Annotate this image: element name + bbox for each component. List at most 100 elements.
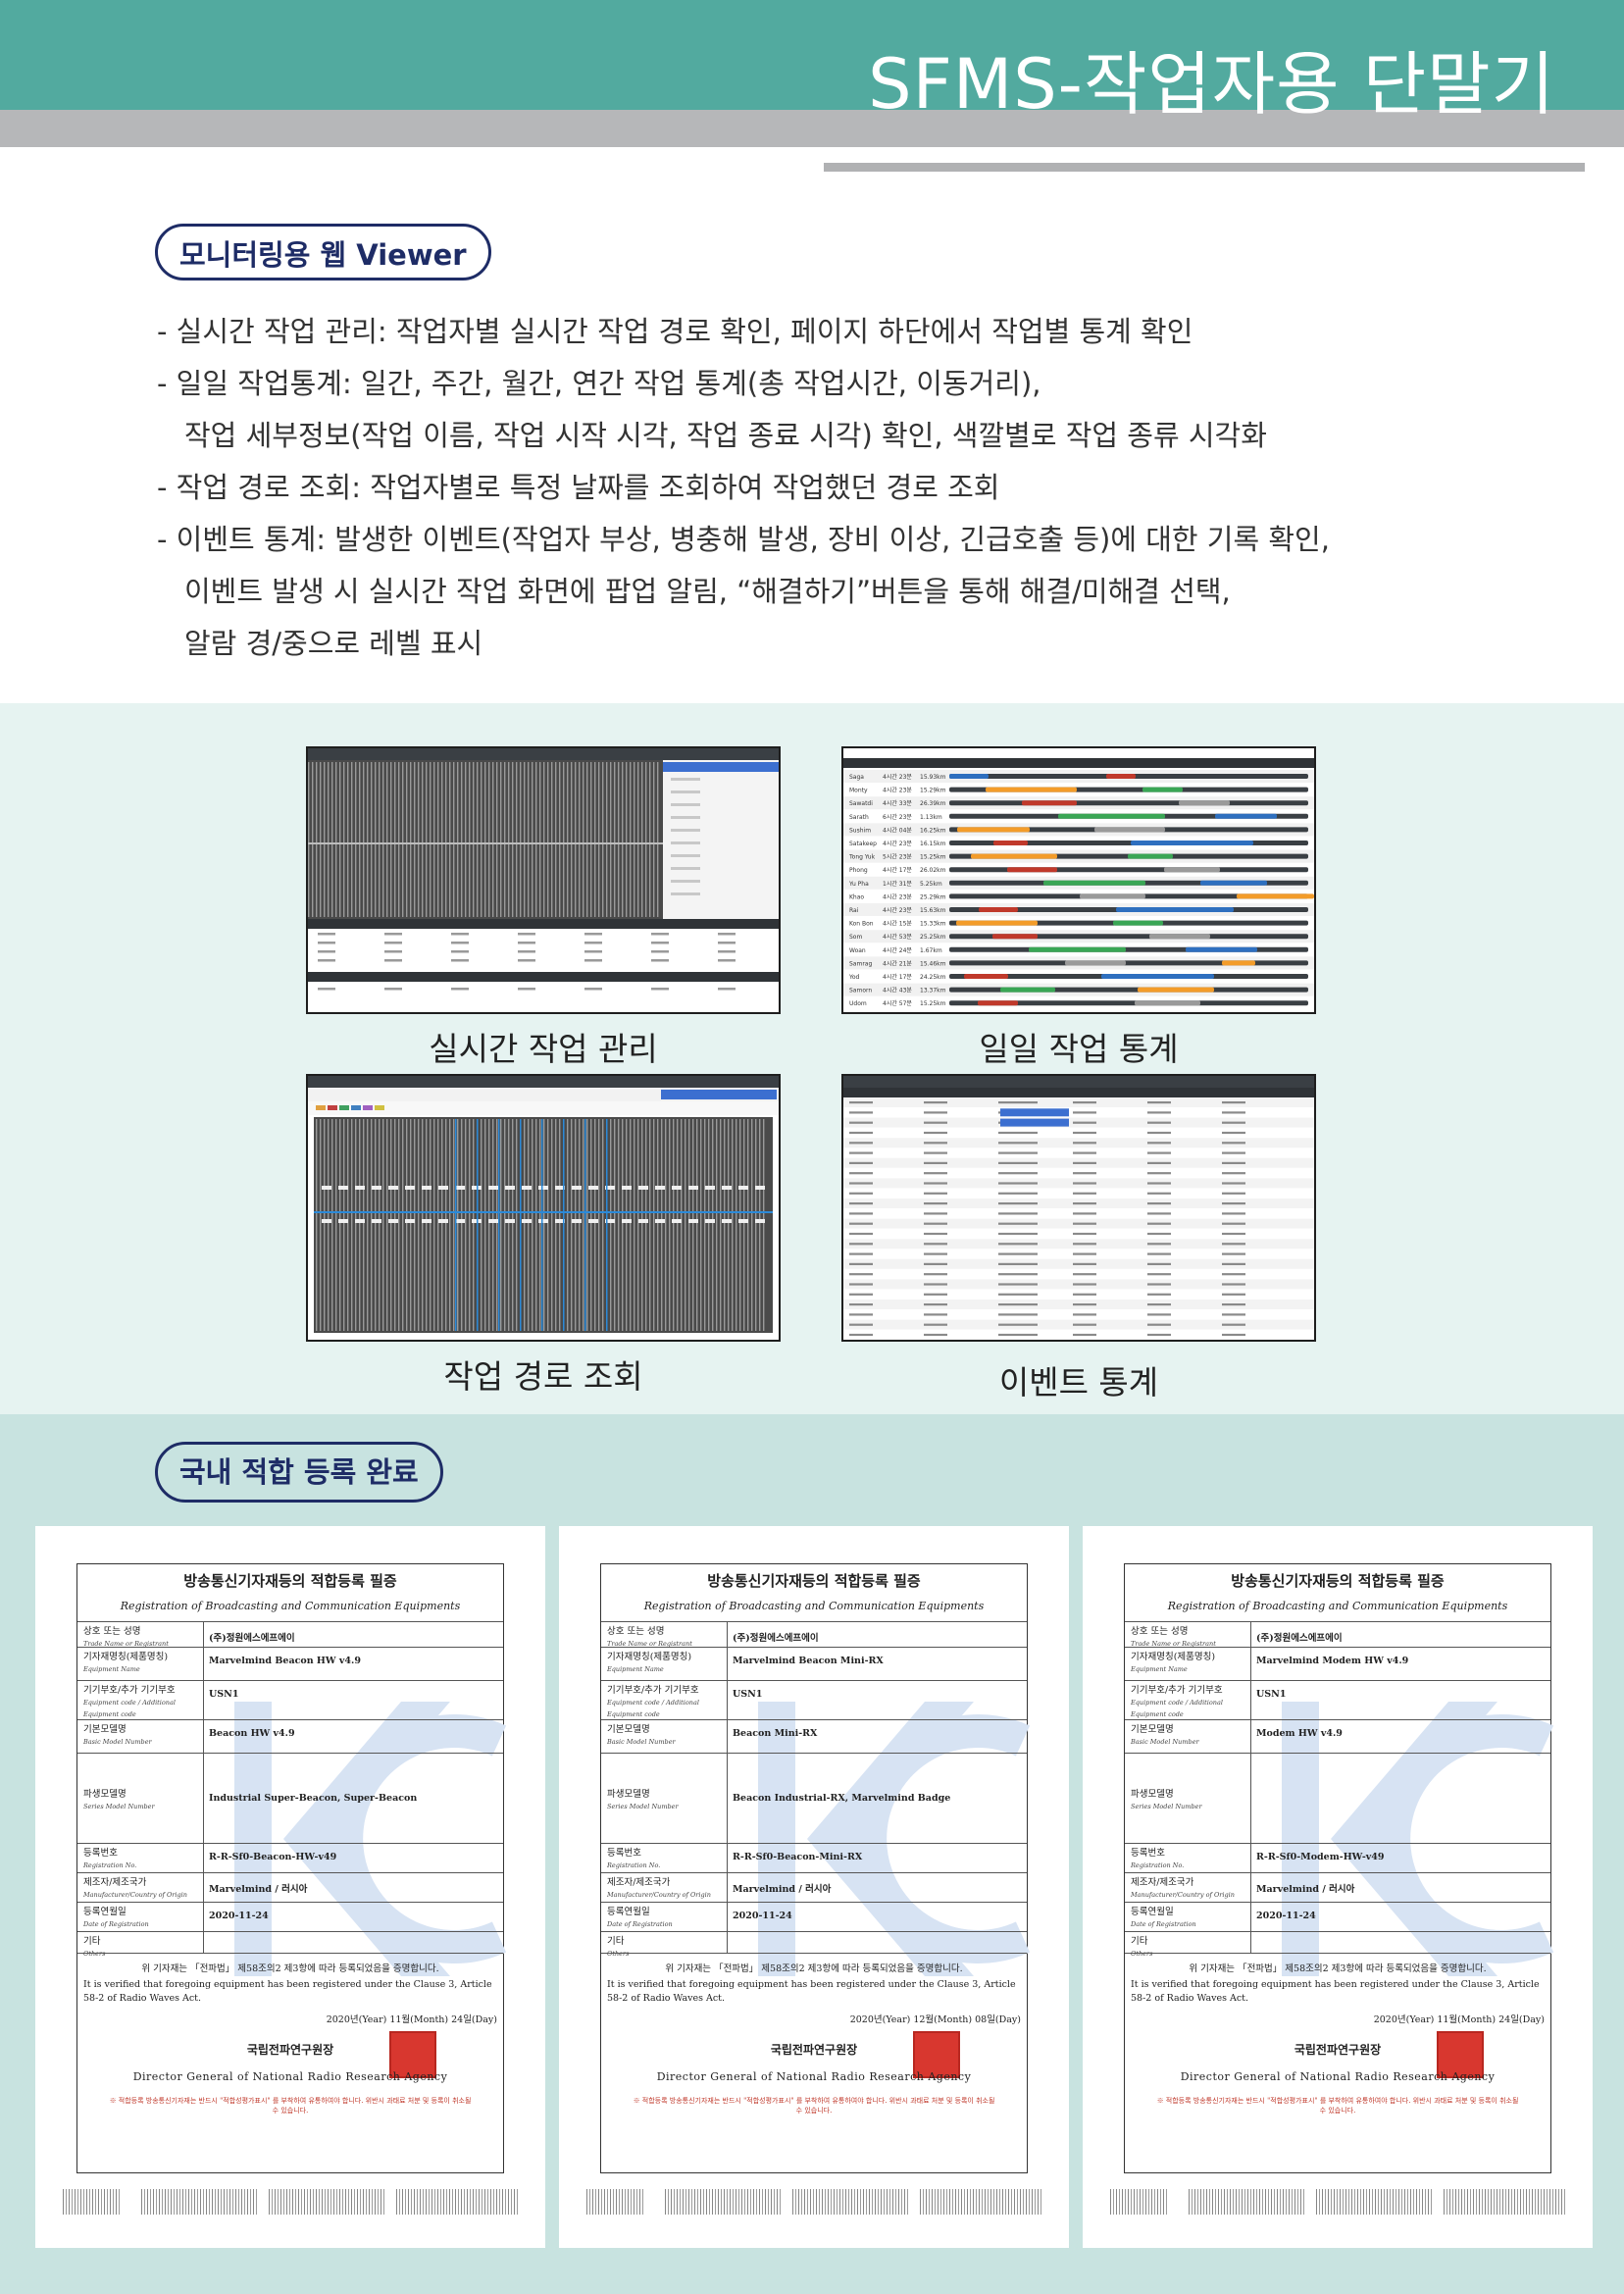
cert-field-label-ko: 기기부호/추가 기기부호	[607, 1685, 699, 1696]
svg-text:15.25km: 15.25km	[920, 854, 946, 861]
cert-row-divider	[203, 1622, 204, 1648]
cert-field-label-en: Others	[607, 1950, 630, 1958]
cert-field-value: Marvelmind / 러시아	[1256, 1884, 1355, 1895]
svg-text:Sarath: Sarath	[849, 814, 869, 821]
cert-row-divider	[727, 1932, 728, 1954]
cert-field-label-ko: 제조자/제조국가	[1131, 1877, 1194, 1888]
cert-field-label-en: Others	[1131, 1950, 1153, 1958]
svg-text:Tong Yuk: Tong Yuk	[848, 854, 876, 861]
official-seal-icon	[913, 2031, 960, 2078]
kc-mark-icon	[758, 1702, 1031, 1976]
cert-field-label-ko: 제조자/제조국가	[607, 1877, 671, 1888]
svg-text:25.29km: 25.29km	[920, 893, 946, 900]
svg-text:1시간 31분: 1시간 31분	[883, 880, 912, 888]
cert-field-label-ko: 기자재명칭(제품명칭)	[607, 1652, 692, 1662]
cert-field-value: Beacon Industrial-RX, Marvelmind Badge	[733, 1793, 951, 1804]
cert-field-value: Marvelmind Beacon Mini-RX	[733, 1656, 884, 1666]
header-divider	[824, 163, 1585, 172]
barcode-icon	[1316, 2189, 1434, 2215]
svg-text:Udom: Udom	[849, 1000, 867, 1007]
cert-body-ko: 위 기자재는 「전파법」 제58조의2 제3항에 따라 등록되었음을 증명합니다…	[1189, 1963, 1487, 1974]
svg-text:4시간 04분: 4시간 04분	[883, 826, 912, 834]
cert-field-row: 기자재명칭(제품명칭) Equipment Name Marvelmind Beac…	[601, 1647, 1027, 1681]
barcode-icon	[920, 2189, 1041, 2215]
cert-row-divider	[1250, 1648, 1251, 1681]
bullet-route: - 작업 경로 조회: 작업자별로 특정 날짜를 조회하여 작업했던 경로 조회	[157, 471, 1000, 504]
barcode-icon	[63, 2189, 122, 2215]
cert-field-label-en: Manufacturer/Country of Origin	[1131, 1891, 1235, 1899]
cert-field-label-en: Others	[83, 1950, 106, 1958]
cert-field-value: Beacon Mini-RX	[733, 1728, 818, 1739]
svg-text:Woan: Woan	[849, 947, 866, 954]
official-seal-icon	[389, 2031, 436, 2078]
cert-field-label: 제조자/제조국가 Manufacturer/Country of Origin	[83, 1877, 201, 1901]
caption-realtime: 실시간 작업 관리	[429, 1030, 658, 1068]
cert-field-label-en: Equipment Name	[83, 1665, 140, 1673]
cert-field-label-en: Date of Registration	[1131, 1920, 1196, 1928]
caption-daily: 일일 작업 통계	[979, 1030, 1179, 1068]
barcode-icon	[269, 2189, 386, 2215]
cert-field-value: 2020-11-24	[733, 1911, 792, 1921]
bullet-daily-cont: 작업 세부정보(작업 이름, 작업 시작 시각, 작업 종료 시각) 확인, 색…	[184, 419, 1267, 452]
cert-row-divider	[203, 1648, 204, 1681]
cert-field-label-en: Basic Model Number	[1131, 1738, 1199, 1746]
cert-row-divider	[1250, 1903, 1251, 1932]
cert-field-label-ko: 기기부호/추가 기기부호	[1131, 1685, 1223, 1696]
svg-text:Phong: Phong	[849, 867, 868, 874]
cert-field-value: 2020-11-24	[209, 1911, 269, 1921]
barcode-icon	[792, 2189, 910, 2215]
svg-text:Rai: Rai	[849, 907, 859, 914]
cert-field-value: R-R-Sf0-Beacon-HW-v49	[209, 1852, 337, 1862]
svg-text:26.39km: 26.39km	[920, 800, 946, 807]
cert-field-label-ko: 등록번호	[607, 1848, 641, 1859]
cert-field-label-en: Equipment code / Additional Equipment co…	[83, 1699, 176, 1718]
header-band	[0, 0, 1624, 110]
svg-text:26.02km: 26.02km	[920, 867, 946, 874]
cert-field-value: Modem HW v4.9	[1256, 1728, 1343, 1739]
screenshots-section	[0, 703, 1624, 1414]
cert-barcodes	[63, 2189, 518, 2215]
cert-issuer-ko: 국립전파연구원장	[770, 2043, 858, 2057]
svg-text:4시간 24분: 4시간 24분	[883, 946, 912, 954]
cert-field-label-en: Manufacturer/Country of Origin	[83, 1891, 187, 1899]
caption-route: 작업 경로 조회	[443, 1357, 643, 1396]
cert-row-divider	[727, 1648, 728, 1681]
barcode-icon	[1110, 2189, 1169, 2215]
svg-text:4시간 23분: 4시간 23분	[883, 773, 912, 781]
cert-row-divider	[727, 1844, 728, 1873]
cert-field-label-ko: 제조자/제조국가	[83, 1877, 147, 1888]
cert-title: 방송통신기자재등의 적합등록 필증	[1231, 1572, 1445, 1590]
cert-row-divider	[727, 1754, 728, 1844]
svg-text:4시간 17분: 4시간 17분	[883, 866, 912, 874]
cert-field-label: 제조자/제조국가 Manufacturer/Country of Origin	[1131, 1877, 1248, 1901]
cert-row-divider	[727, 1622, 728, 1648]
cert-row-divider	[203, 1720, 204, 1754]
cert-row-divider	[203, 1903, 204, 1932]
cert-row-divider	[727, 1720, 728, 1754]
cert-field-value: Marvelmind Beacon HW v4.9	[209, 1656, 361, 1666]
cert-subtitle: Registration of Broadcasting and Communi…	[643, 1600, 985, 1612]
svg-text:Khao: Khao	[849, 893, 864, 900]
bullet-event-cont2: 알람 경/중으로 레벨 표시	[184, 627, 483, 660]
cert-field-label-en: Equipment Name	[607, 1665, 664, 1673]
svg-text:4시간 17분: 4시간 17분	[883, 973, 912, 981]
svg-text:4시간 23분: 4시간 23분	[883, 906, 912, 914]
svg-text:25.25km: 25.25km	[920, 934, 946, 941]
cert-row-divider	[727, 1681, 728, 1720]
cert-field-value: USN1	[209, 1689, 239, 1700]
